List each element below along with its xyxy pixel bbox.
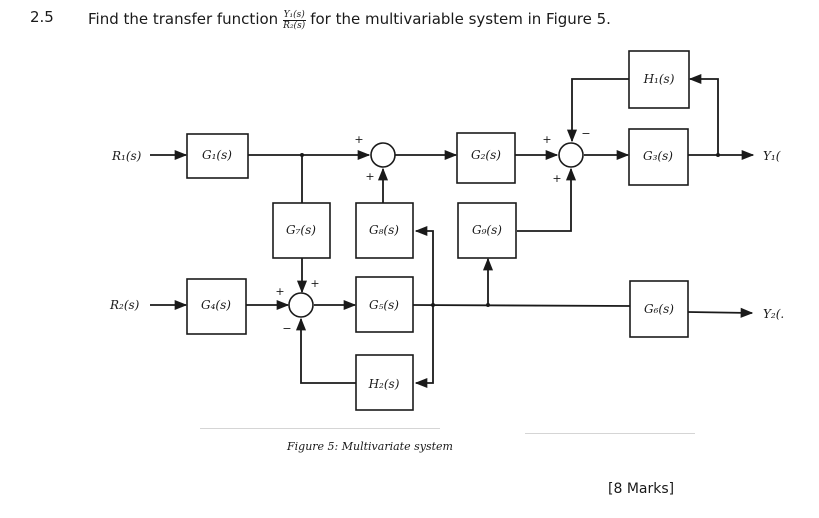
block-g5-label: G₅(s) [369, 298, 399, 312]
block-g7: G₇(s) [272, 202, 331, 259]
sign-s2-bottom: + [552, 172, 561, 185]
wire-g5-g8 [414, 225, 434, 305]
block-h2: H₂(s) [355, 354, 414, 411]
output-y2-label: Y₂(. [763, 307, 784, 321]
block-g4-label: G₄(s) [201, 298, 231, 312]
block-g8-label: G₈(s) [369, 223, 399, 237]
block-g9: G₉(s) [457, 202, 517, 259]
wire-h2-s3 [295, 317, 356, 384]
figure-caption: Figure 5: Multivariate system [287, 440, 453, 453]
block-g3-label: G₃(s) [643, 149, 673, 163]
block-g5: G₅(s) [355, 276, 414, 333]
fraction-denominator: R₂(s) [283, 21, 306, 31]
transfer-function-fraction: Y₁(s) R₂(s) [282, 10, 306, 31]
block-h2-label: H₂(s) [368, 377, 400, 391]
wire-g6-y2 [687, 307, 754, 318]
wire-y1-h1 [688, 73, 719, 155]
summing-junction-2: + − + [542, 127, 590, 185]
input-r2-label: R₂(s) [109, 298, 140, 312]
sign-s2-top: − [581, 127, 590, 140]
wire-g5-g6 [412, 304, 631, 307]
block-g4: G₄(s) [186, 278, 247, 335]
sign-s3-bottom: − [282, 322, 291, 335]
block-g3: G₃(s) [628, 128, 689, 186]
summing-junction-3: + + − [275, 277, 319, 335]
wire-h1-s2 [566, 78, 629, 143]
question-text-before: Find the transfer function [88, 9, 279, 28]
block-g2: G₂(s) [456, 132, 516, 184]
block-g9-label: G₉(s) [472, 223, 502, 237]
sign-s3-top: + [310, 277, 319, 290]
wire-g5-h2 [414, 305, 434, 389]
question-text: Find the transfer function Y₁(s) R₂(s) f… [88, 8, 611, 32]
question-number: 2.5 [30, 8, 54, 26]
sign-s2-left: + [542, 133, 551, 146]
input-r1-label: R₁(s) [111, 149, 142, 163]
block-g6-label: G₆(s) [644, 302, 674, 316]
divider-right [525, 433, 695, 434]
block-g1: G₁(s) [186, 133, 249, 179]
block-g2-label: G₂(s) [471, 148, 501, 162]
sign-s3-left: + [275, 285, 284, 298]
block-h1-label: H₁(s) [643, 72, 675, 86]
sign-s1-left: + [354, 133, 363, 146]
output-y1-label: Y₁( [763, 149, 781, 163]
block-h1: H₁(s) [628, 50, 690, 109]
sign-s1-bottom: + [365, 170, 374, 183]
question-text-after: for the multivariable system in Figure 5… [310, 9, 611, 28]
summing-junction-1: + + [354, 133, 396, 183]
block-g1-label: G₁(s) [202, 148, 232, 162]
block-g7-label: G₇(s) [286, 223, 316, 237]
fraction-numerator: Y₁(s) [282, 10, 306, 21]
marks-label: [8 Marks] [608, 481, 675, 497]
block-g8: G₈(s) [355, 202, 414, 259]
wire-g9-s2 [517, 167, 577, 232]
block-g6: G₆(s) [629, 280, 689, 338]
divider-left [200, 428, 440, 429]
